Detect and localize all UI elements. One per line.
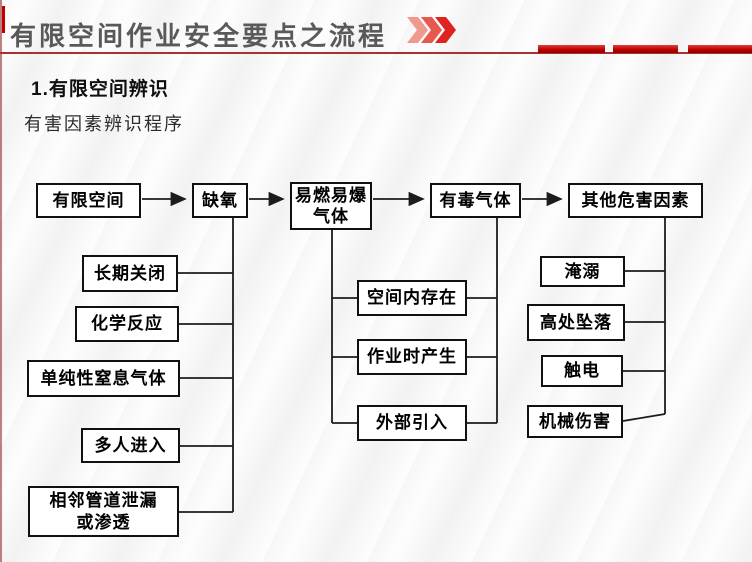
decor-red-bar [538, 45, 605, 53]
node-drowning: 淹溺 [540, 256, 625, 287]
node-generated-during-work: 作业时产生 [357, 339, 467, 375]
page-title: 有限空间作业安全要点之流程 [10, 21, 388, 51]
decor-red-bar [688, 45, 752, 53]
triple-chevron-right-icon [407, 17, 456, 43]
node-toxic-gas: 有毒气体 [430, 183, 521, 218]
node-chemical-reaction: 化学反应 [75, 306, 179, 342]
section-subheading: 有害因素辨识程序 [24, 114, 184, 134]
node-simple-asphyxiant-gas: 单纯性窒息气体 [27, 360, 180, 397]
node-electric-shock: 触电 [541, 355, 623, 387]
node-flammable-explosive-gas: 易燃易爆 气体 [290, 182, 372, 230]
node-oxygen-deficiency: 缺氧 [192, 183, 248, 218]
decor-red-bar [613, 45, 678, 53]
node-other-hazards: 其他危害因素 [568, 183, 703, 218]
node-multiple-entry: 多人进入 [81, 428, 180, 463]
section-heading: 1.有限空间辨识 [31, 79, 169, 100]
title-accent-bar [2, 6, 5, 33]
node-long-closed: 长期关闭 [82, 255, 178, 292]
node-external-introduction: 外部引入 [357, 405, 467, 441]
node-adjacent-pipe-leak: 相邻管道泄漏 或渗透 [28, 486, 179, 537]
left-edge-accent-line [0, 0, 2, 562]
node-exist-in-space: 空间内存在 [357, 280, 467, 316]
title-underline [0, 52, 752, 54]
node-mechanical-injury: 机械伤害 [527, 405, 623, 438]
node-fall-from-height: 高处坠落 [527, 304, 625, 341]
node-confined-space: 有限空间 [36, 183, 141, 218]
